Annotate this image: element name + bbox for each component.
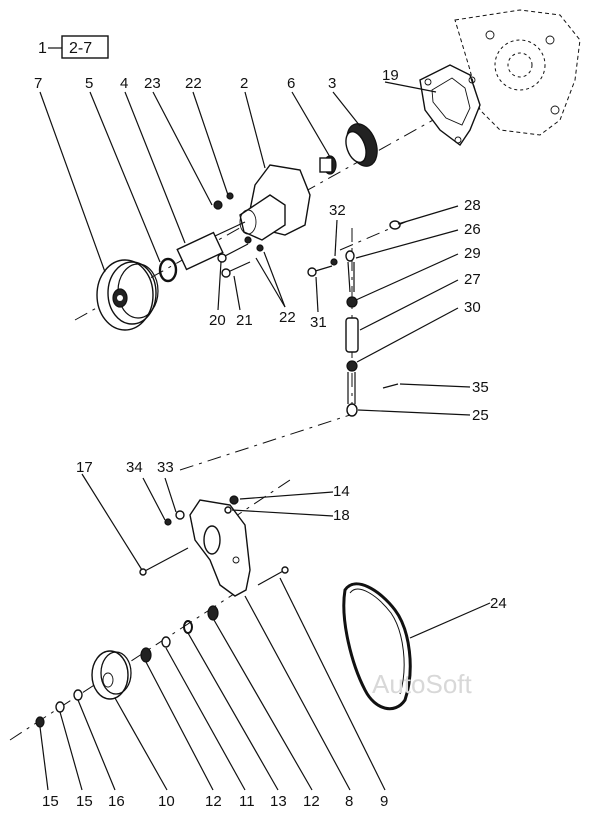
callout-label: 19 [382,67,399,84]
callout-label: 33 [157,459,174,476]
callout-label: 12 [303,793,320,810]
callout-label: 21 [236,312,253,329]
callout-label: 22 [279,309,296,326]
drive-belt [342,582,412,711]
callout-label: 34 [126,459,143,476]
idler-pulley-assembly [35,605,219,728]
adjusting-link [307,220,401,417]
callout-label: 17 [76,459,93,476]
header-prefix: 1 [38,40,47,57]
callout-label: 18 [333,507,350,524]
header-ref: 2-7 [69,40,92,57]
callout-label: 7 [34,75,42,92]
callout-label: 28 [464,197,481,214]
callout-label: 15 [42,793,59,810]
callout-label: 25 [472,407,489,424]
callout-label: 5 [85,75,93,92]
callout-label: 27 [464,271,481,288]
callout-label: 13 [270,793,287,810]
callout-label: 14 [333,483,350,500]
callout-label: 3 [328,75,336,92]
callout-label: 12 [205,793,222,810]
callout-label: 4 [120,75,128,92]
pump-body [239,164,311,241]
impeller [345,123,378,167]
watermark: AutoSoft [372,669,473,699]
callout-label: 10 [158,793,175,810]
callout-label: 29 [464,245,481,262]
engine-block [454,9,581,136]
axis-lines [9,104,461,741]
callout-label: 20 [209,312,226,329]
callout-label: 2 [240,75,248,92]
seal [319,155,337,175]
callout-label: 32 [329,202,346,219]
reference-header: 1 2-7 [38,35,109,59]
callout-label: 24 [490,595,507,612]
callout-label: 26 [464,221,481,238]
callout-label: 16 [108,793,125,810]
callout-label: 15 [76,793,93,810]
snap-ring [158,257,178,283]
callout-labels: 7 5 4 23 22 2 6 3 19 32 28 26 29 27 30 2… [34,67,507,810]
callout-label: 30 [464,299,481,316]
water-pump-pulley [96,259,159,331]
callout-label: 11 [239,793,255,810]
callout-label: 35 [472,379,489,396]
tensioner-bracket [139,495,289,597]
shaft-bearing [176,221,246,271]
callout-label: 8 [345,793,353,810]
callout-label: 6 [287,75,295,92]
callout-label: 23 [144,75,161,92]
callout-label: 31 [310,314,327,331]
callout-label: 22 [185,75,202,92]
pump-fasteners [213,192,264,278]
leader-lines [39,81,491,791]
gasket [419,64,481,147]
callout-label: 9 [380,793,388,810]
